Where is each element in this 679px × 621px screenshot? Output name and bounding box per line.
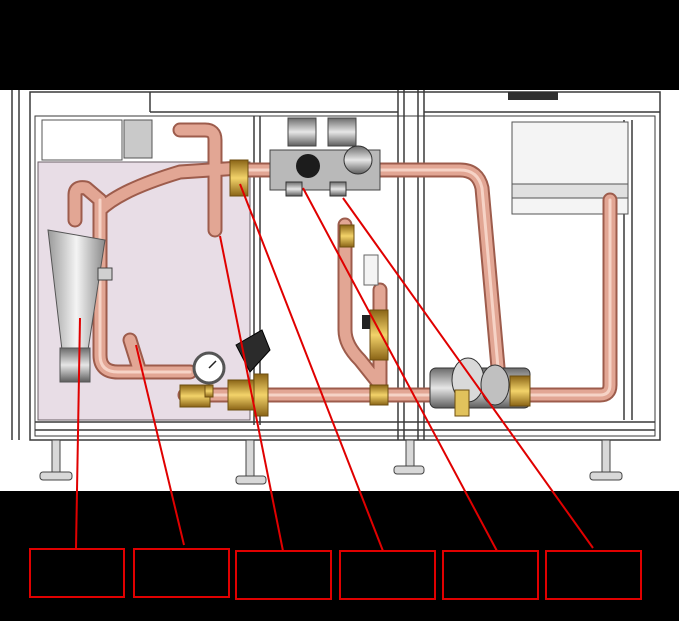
brass-fittings	[179, 159, 389, 417]
top-right-cap	[508, 92, 558, 100]
valve-block	[269, 117, 381, 329]
copper-pipework	[67, 122, 618, 403]
leader-line-4	[239, 183, 384, 552]
pressure-gauge	[192, 351, 226, 398]
leader-line-3	[219, 235, 284, 552]
right-cabinet-shelf	[511, 183, 629, 199]
top-box	[41, 119, 123, 161]
callout-boxes	[29, 548, 642, 600]
callout-box-2	[133, 548, 230, 598]
leader-line-5	[302, 187, 498, 552]
callout-box-6	[545, 550, 642, 600]
callout-box-4	[339, 550, 436, 600]
circulator-pump	[429, 357, 531, 417]
callout-box-3	[235, 550, 332, 600]
right-cabinet-box	[511, 121, 629, 215]
callout-box-5	[442, 550, 539, 600]
callout-box-1	[29, 548, 125, 598]
leader-line-1	[75, 317, 81, 549]
bracket-plate	[123, 119, 153, 159]
leader-line-2	[135, 344, 185, 546]
leader-line-6	[342, 197, 594, 549]
pipe-clip	[97, 267, 113, 281]
support-legs	[39, 439, 623, 485]
callout-leaders	[75, 183, 594, 552]
tundish-outlet	[59, 347, 91, 383]
